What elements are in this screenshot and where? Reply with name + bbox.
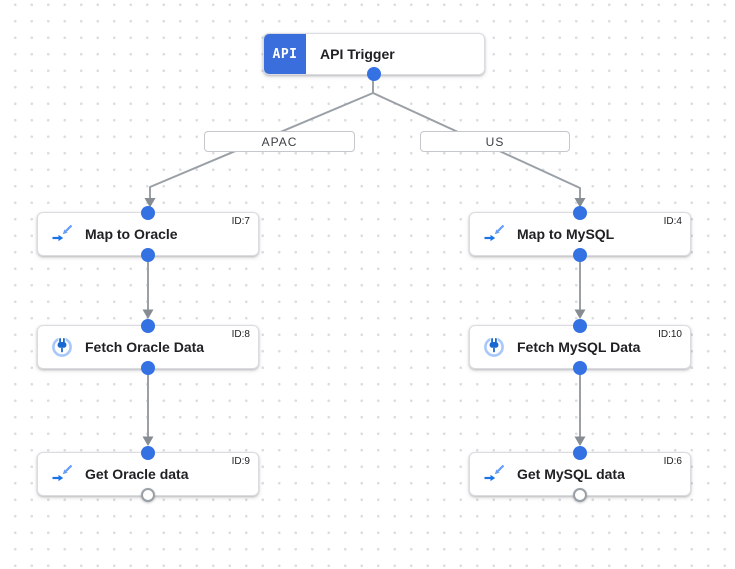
node-id-label: ID:9 [231, 456, 250, 467]
node-id-label: ID:7 [231, 216, 250, 227]
edge-trigger-to-map-mysql [372, 92, 581, 200]
input-port[interactable] [141, 446, 155, 460]
arrowhead-icon [142, 436, 154, 446]
arrowhead-icon [574, 309, 586, 319]
api-trigger-icon: API [264, 34, 306, 74]
connector-icon [482, 335, 506, 359]
edge-label-apac[interactable]: APAC [204, 131, 355, 152]
connector-icon [50, 335, 74, 359]
input-port[interactable] [573, 446, 587, 460]
output-port[interactable] [367, 67, 381, 81]
node-fetch-oracle-data[interactable]: ID:8 Fetch Oracle Data [37, 319, 259, 375]
node-api-trigger[interactable]: API API Trigger [263, 33, 485, 81]
node-id-label: ID:4 [663, 216, 682, 227]
node-id-label: ID:6 [663, 456, 682, 467]
arrowhead-icon [574, 436, 586, 446]
input-port[interactable] [141, 319, 155, 333]
node-fetch-mysql-data[interactable]: ID:10 Fetch MySQL Data [469, 319, 691, 375]
output-port[interactable] [141, 361, 155, 375]
output-port-empty[interactable] [573, 488, 587, 502]
node-title: Map to MySQL [517, 226, 615, 242]
output-port[interactable] [141, 248, 155, 262]
node-title: Get Oracle data [85, 466, 189, 482]
output-port[interactable] [573, 248, 587, 262]
api-badge-label: API [272, 46, 298, 62]
arrowhead-icon [574, 198, 586, 208]
node-map-to-mysql[interactable]: ID:4 Map to MySQL [469, 206, 691, 262]
arrowhead-icon [144, 198, 156, 208]
node-title: Fetch MySQL Data [517, 339, 641, 355]
node-id-label: ID:8 [231, 329, 250, 340]
input-port[interactable] [573, 206, 587, 220]
edge-label-us[interactable]: US [420, 131, 570, 152]
output-port[interactable] [573, 361, 587, 375]
input-port[interactable] [141, 206, 155, 220]
input-port[interactable] [573, 319, 587, 333]
data-mapping-icon [482, 462, 506, 486]
node-title: API Trigger [320, 46, 395, 62]
node-get-mysql-data[interactable]: ID:6 Get MySQL data [469, 446, 691, 502]
data-mapping-icon [50, 462, 74, 486]
output-port-empty[interactable] [141, 488, 155, 502]
data-mapping-icon [50, 222, 74, 246]
node-title: Get MySQL data [517, 466, 625, 482]
node-title: Map to Oracle [85, 226, 178, 242]
arrowhead-icon [142, 309, 154, 319]
node-title: Fetch Oracle Data [85, 339, 205, 355]
node-get-oracle-data[interactable]: ID:9 Get Oracle data [37, 446, 259, 502]
node-id-label: ID:10 [658, 329, 682, 340]
node-map-to-oracle[interactable]: ID:7 Map to Oracle [37, 206, 259, 262]
edge-trigger-to-map-oracle [149, 92, 374, 200]
data-mapping-icon [482, 222, 506, 246]
edge-label-text: APAC [261, 134, 298, 149]
edge-label-text: US [485, 134, 505, 149]
